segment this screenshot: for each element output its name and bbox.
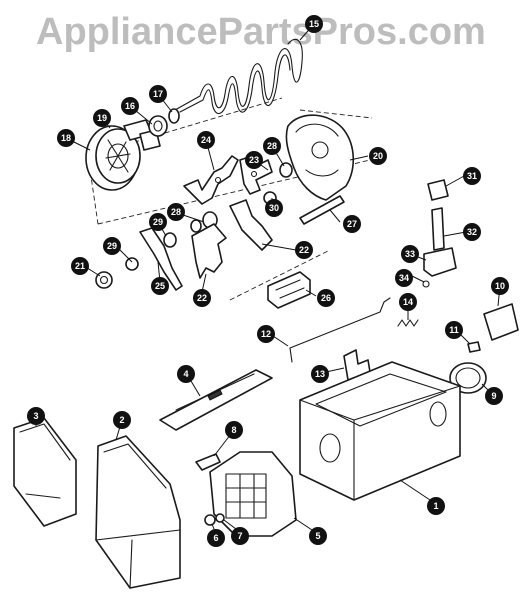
- svg-text:28: 28: [171, 207, 181, 217]
- switch-block: [267, 271, 311, 309]
- svg-text:7: 7: [237, 531, 242, 541]
- svg-text:31: 31: [467, 171, 477, 181]
- callout-22-second: 22: [295, 241, 313, 259]
- callout-28: 28: [263, 137, 281, 155]
- callout-24: 24: [197, 131, 215, 149]
- callout-15: 15: [305, 15, 323, 33]
- svg-text:22: 22: [299, 245, 309, 255]
- svg-text:8: 8: [231, 425, 236, 435]
- callout-2: 2: [113, 411, 131, 429]
- linkage-rod: [289, 297, 419, 363]
- callout-13: 13: [311, 365, 329, 383]
- svg-text:15: 15: [309, 19, 319, 29]
- svg-text:27: 27: [347, 219, 357, 229]
- callout-34: 34: [395, 269, 413, 287]
- callout-30: 30: [265, 199, 283, 217]
- svg-text:5: 5: [315, 531, 320, 541]
- svg-text:33: 33: [405, 249, 415, 259]
- svg-text:10: 10: [495, 281, 505, 291]
- svg-text:3: 3: [33, 411, 38, 421]
- svg-text:4: 4: [183, 369, 188, 379]
- callout-21: 21: [71, 257, 89, 275]
- callout-8: 8: [225, 421, 243, 439]
- svg-text:18: 18: [61, 133, 71, 143]
- ice-deflector: [159, 369, 273, 431]
- callout-22: 22: [193, 289, 211, 307]
- callout-9: 9: [485, 387, 503, 405]
- callout-28-second: 28: [167, 203, 185, 221]
- svg-text:29: 29: [107, 241, 117, 251]
- callout-17: 17: [149, 85, 167, 103]
- callout-12: 12: [257, 325, 275, 343]
- solenoid-assembly: [422, 179, 457, 288]
- callout-23: 23: [245, 151, 263, 169]
- svg-text:22: 22: [197, 293, 207, 303]
- svg-text:11: 11: [449, 325, 459, 335]
- callout-4: 4: [177, 365, 195, 383]
- svg-text:23: 23: [249, 155, 259, 165]
- auger-drive-wheel: [85, 125, 141, 191]
- ice-bin-housing: [299, 361, 461, 501]
- front-panel: [13, 417, 77, 527]
- svg-text:30: 30: [269, 203, 279, 213]
- shaft-hardware: [95, 162, 293, 289]
- svg-text:19: 19: [97, 113, 107, 123]
- motor-hardware: [195, 453, 225, 526]
- callout-14: 14: [399, 293, 417, 311]
- svg-text:34: 34: [399, 273, 409, 283]
- svg-text:26: 26: [321, 293, 331, 303]
- callout-18: 18: [57, 129, 75, 147]
- svg-text:17: 17: [153, 89, 163, 99]
- svg-text:25: 25: [155, 281, 165, 291]
- callout-33: 33: [401, 245, 419, 263]
- switch-bracket: [467, 303, 519, 353]
- callout-27: 27: [343, 215, 361, 233]
- back-cover-plate: [285, 114, 355, 201]
- callout-20: 20: [369, 147, 387, 165]
- callout-5: 5: [309, 527, 327, 545]
- svg-text:12: 12: [261, 329, 271, 339]
- callout-3: 3: [27, 407, 45, 425]
- callout-7: 7: [231, 527, 249, 545]
- ice-bucket: [95, 435, 181, 589]
- svg-text:13: 13: [315, 369, 325, 379]
- callout-31: 31: [463, 167, 481, 185]
- auger-spring: [174, 38, 303, 115]
- svg-text:28: 28: [267, 141, 277, 151]
- callout-25: 25: [151, 277, 169, 295]
- watermark: AppliancePartsPros.com: [36, 11, 486, 53]
- svg-text:14: 14: [403, 297, 413, 307]
- callout-29-second: 29: [103, 237, 121, 255]
- callout-26: 26: [317, 289, 335, 307]
- auger-bushing-parts: [123, 108, 180, 151]
- svg-text:2: 2: [119, 415, 124, 425]
- svg-text:29: 29: [153, 217, 163, 227]
- svg-text:21: 21: [75, 261, 85, 271]
- callout-1: 1: [427, 497, 445, 515]
- svg-text:6: 6: [213, 533, 218, 543]
- svg-text:9: 9: [491, 391, 496, 401]
- callout-11: 11: [445, 321, 463, 339]
- svg-text:1: 1: [433, 501, 438, 511]
- auger-rod: [299, 195, 345, 225]
- svg-text:16: 16: [125, 101, 135, 111]
- callout-10: 10: [491, 277, 509, 295]
- callout-16: 16: [121, 97, 139, 115]
- motor-cover: [209, 451, 297, 537]
- callout-32: 32: [463, 223, 481, 241]
- cam-arms: [139, 199, 273, 291]
- svg-text:32: 32: [467, 227, 477, 237]
- callout-6: 6: [207, 529, 225, 547]
- svg-text:20: 20: [373, 151, 383, 161]
- callout-29: 29: [149, 213, 167, 231]
- callout-19: 19: [93, 109, 111, 127]
- svg-text:24: 24: [201, 135, 211, 145]
